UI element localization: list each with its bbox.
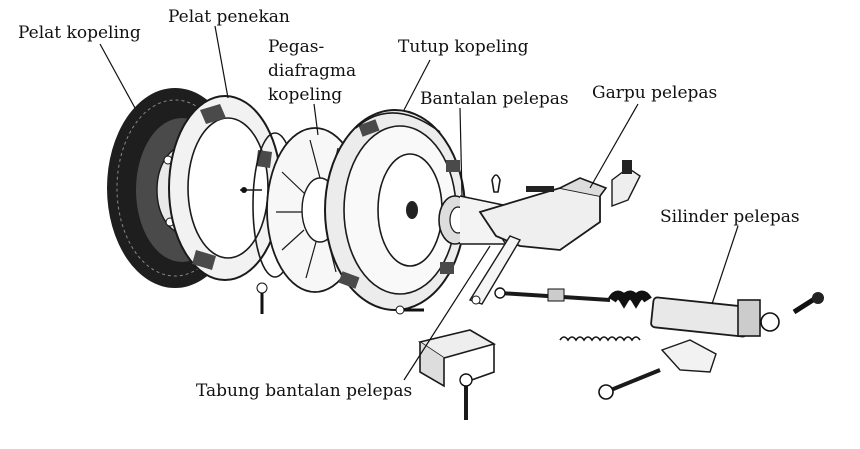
label-pelat-penekan: Pelat penekan bbox=[168, 7, 290, 27]
label-pegas-line3: kopeling bbox=[268, 85, 342, 105]
return-spring-icon bbox=[559, 336, 641, 342]
bolt-icon bbox=[256, 282, 424, 315]
label-pegas-line1: Pegas- bbox=[268, 37, 324, 57]
label-tabung-bantalan-pelepas: Tabung bantalan pelepas bbox=[196, 381, 412, 401]
label-bantalan-pelepas: Bantalan pelepas bbox=[420, 89, 569, 109]
label-silinder-pelepas: Silinder pelepas bbox=[660, 207, 800, 227]
label-garpu-pelepas: Garpu pelepas bbox=[592, 83, 717, 103]
pressure-plate-icon bbox=[168, 95, 282, 281]
leader-lines bbox=[99, 25, 739, 381]
label-pegas-line2: diafragma bbox=[268, 61, 356, 81]
release-fork-icon bbox=[468, 160, 641, 305]
bearing-sleeve-icon bbox=[418, 329, 497, 420]
label-pelat-kopeling: Pelat kopeling bbox=[18, 23, 141, 43]
release-cylinder-icon bbox=[598, 290, 824, 400]
clutch-cover-icon bbox=[324, 109, 466, 311]
label-tutup-kopeling: Tutup kopeling bbox=[398, 37, 529, 57]
pushrod-icon bbox=[494, 287, 611, 302]
